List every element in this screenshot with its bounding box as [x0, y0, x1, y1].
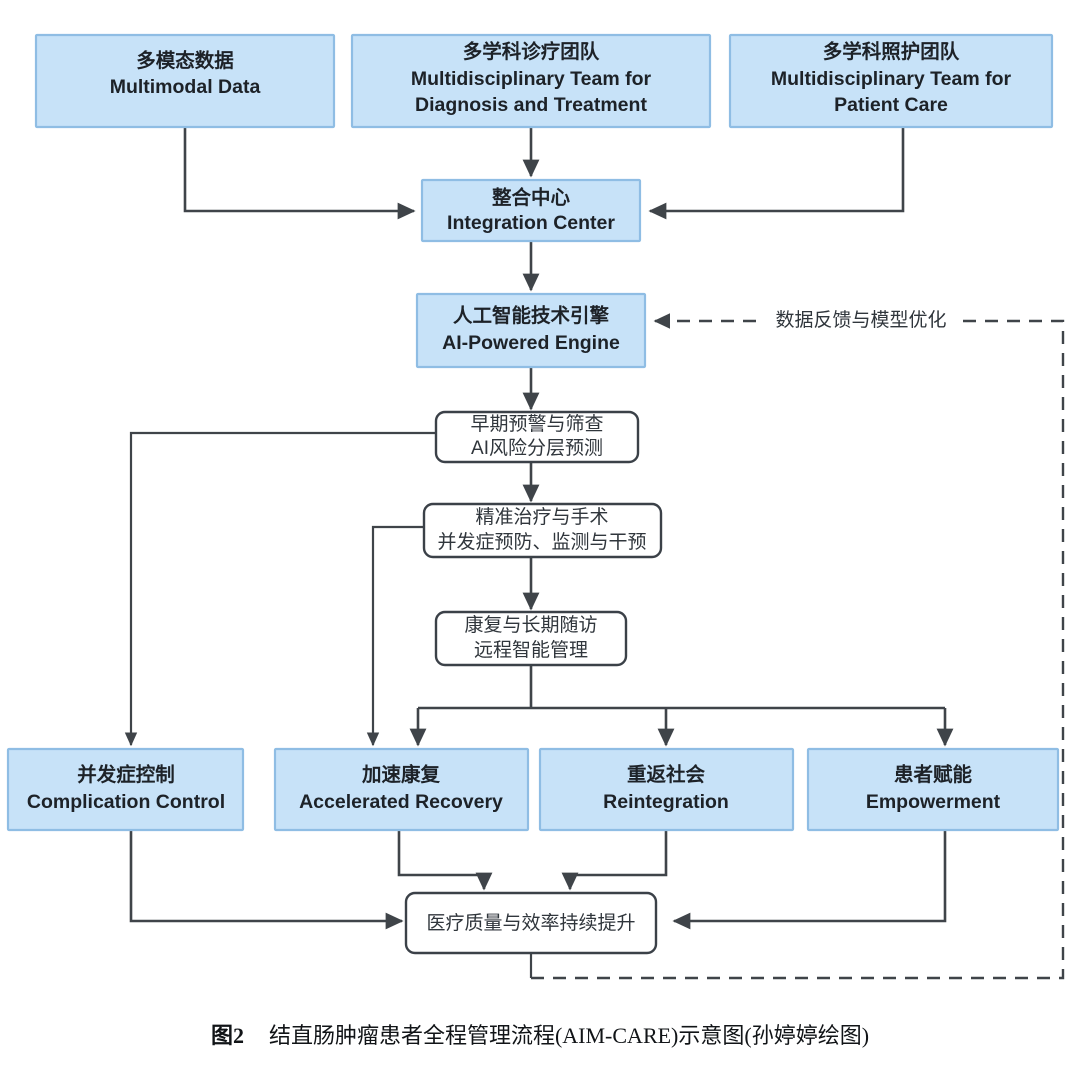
figure-caption: 图2 结直肠肿瘤患者全程管理流程(AIM-CARE)示意图(孙婷婷绘图) — [0, 1018, 1080, 1050]
node-accelerated-recovery-en-1: Accelerated Recovery — [299, 791, 503, 813]
edge-reintegration-to-quality — [561, 830, 668, 891]
node-complication-control-box[interactable] — [6, 747, 245, 832]
node-mdt-care[interactable]: 多学科照护团队 Multidisciplinary Team for Patie… — [728, 33, 1054, 129]
node-reintegration-cn: 重返社会 — [627, 763, 706, 786]
node-precision-treatment[interactable]: 精准治疗与手术 并发症预防、监测与干预 — [422, 502, 663, 559]
node-precision-treatment-box[interactable] — [422, 502, 663, 559]
node-empowerment-cn: 患者赋能 — [894, 763, 973, 786]
node-mdt-diagnosis-en-2: Diagnosis and Treatment — [415, 94, 647, 116]
node-multimodal-data-en-1: Multimodal Data — [110, 76, 261, 98]
flowchart-canvas: 数据反馈与模型优化 多模态数据 Multimodal Data 多学科诊疗团队 … — [6, 33, 1065, 980]
node-early-warning-box[interactable] — [434, 410, 640, 464]
node-rehab-followup-line-2: 远程智能管理 — [474, 639, 588, 661]
node-mdt-care-en-1: Multidisciplinary Team for — [771, 68, 1012, 90]
node-integration-center-en-1: Integration Center — [447, 212, 615, 234]
node-mdt-diagnosis[interactable]: 多学科诊疗团队 Multidisciplinary Team for Diagn… — [350, 33, 712, 129]
feedback-label-backdrop — [762, 309, 960, 333]
node-accelerated-recovery-box[interactable] — [273, 747, 530, 832]
node-reintegration[interactable]: 重返社会 Reintegration — [538, 747, 795, 832]
node-early-warning[interactable]: 早期预警与筛查 AI风险分层预测 — [434, 410, 640, 464]
node-mdt-care-en-2: Patient Care — [834, 94, 948, 116]
node-ai-engine[interactable]: 人工智能技术引擎 AI-Powered Engine — [415, 292, 647, 369]
edge-complication-to-quality — [129, 830, 404, 930]
node-quality-efficiency[interactable]: 医疗质量与效率持续提升 — [404, 891, 658, 955]
node-mdt-care-box[interactable] — [728, 33, 1054, 129]
node-multimodal-data-cn: 多模态数据 — [136, 49, 234, 72]
node-integration-center[interactable]: 整合中心 Integration Center — [420, 178, 642, 243]
node-quality-efficiency-line-1: 医疗质量与效率持续提升 — [426, 912, 635, 934]
node-quality-efficiency-box[interactable] — [404, 891, 658, 955]
node-rehab-followup-box[interactable] — [434, 610, 628, 667]
edge-early-warning-to-complication — [124, 431, 436, 747]
node-empowerment[interactable]: 患者赋能 Empowerment — [806, 747, 1060, 832]
node-complication-control[interactable]: 并发症控制 Complication Control — [6, 747, 245, 832]
node-multimodal-data[interactable]: 多模态数据 Multimodal Data — [34, 33, 336, 129]
node-multimodal-data-box[interactable] — [34, 33, 336, 129]
figure-caption-number: 图2 — [210, 1023, 244, 1048]
node-empowerment-box[interactable] — [806, 747, 1060, 832]
edge-rehab-fanout-trunk — [418, 665, 945, 710]
node-mdt-diagnosis-en-1: Multidisciplinary Team for — [411, 68, 652, 90]
figure-caption-text: 结直肠肿瘤患者全程管理流程(AIM-CARE)示意图(孙婷婷绘图) — [268, 1023, 870, 1048]
node-complication-control-cn: 并发症控制 — [77, 763, 175, 786]
edge-multimodal-to-integration — [183, 127, 416, 220]
node-ai-engine-box[interactable] — [415, 292, 647, 369]
node-mdt-diagnosis-box[interactable] — [350, 33, 712, 129]
node-integration-center-cn: 整合中心 — [491, 186, 571, 209]
feedback-label: 数据反馈与模型优化 — [775, 309, 946, 331]
node-complication-control-en-1: Complication Control — [27, 791, 225, 813]
node-early-warning-line-2: AI风险分层预测 — [471, 437, 603, 459]
edge-layer: 数据反馈与模型优化 — [124, 127, 1065, 980]
node-mdt-diagnosis-cn: 多学科诊疗团队 — [463, 40, 600, 63]
edge-mdt-care-to-integration — [648, 127, 905, 220]
node-early-warning-line-1: 早期预警与筛查 — [470, 413, 603, 435]
node-accelerated-recovery-cn: 加速康复 — [361, 763, 441, 786]
node-reintegration-en-1: Reintegration — [603, 791, 729, 813]
edge-accelerated-to-quality — [397, 830, 493, 891]
node-reintegration-box[interactable] — [538, 747, 795, 832]
node-rehab-followup-line-1: 康复与长期随访 — [464, 614, 597, 636]
node-mdt-care-cn: 多学科照护团队 — [823, 40, 960, 63]
node-precision-treatment-line-1: 精准治疗与手术 — [475, 506, 608, 528]
node-ai-engine-en-1: AI-Powered Engine — [442, 332, 620, 354]
edge-precision-to-accelerated — [366, 525, 436, 747]
edge-empowerment-to-quality — [672, 830, 947, 930]
node-empowerment-en-1: Empowerment — [866, 791, 1001, 813]
node-accelerated-recovery[interactable]: 加速康复 Accelerated Recovery — [273, 747, 530, 832]
node-precision-treatment-line-2: 并发症预防、监测与干预 — [437, 531, 646, 553]
node-rehab-followup[interactable]: 康复与长期随访 远程智能管理 — [434, 610, 628, 667]
node-integration-center-box[interactable] — [420, 178, 642, 243]
node-ai-engine-cn: 人工智能技术引擎 — [453, 304, 610, 327]
